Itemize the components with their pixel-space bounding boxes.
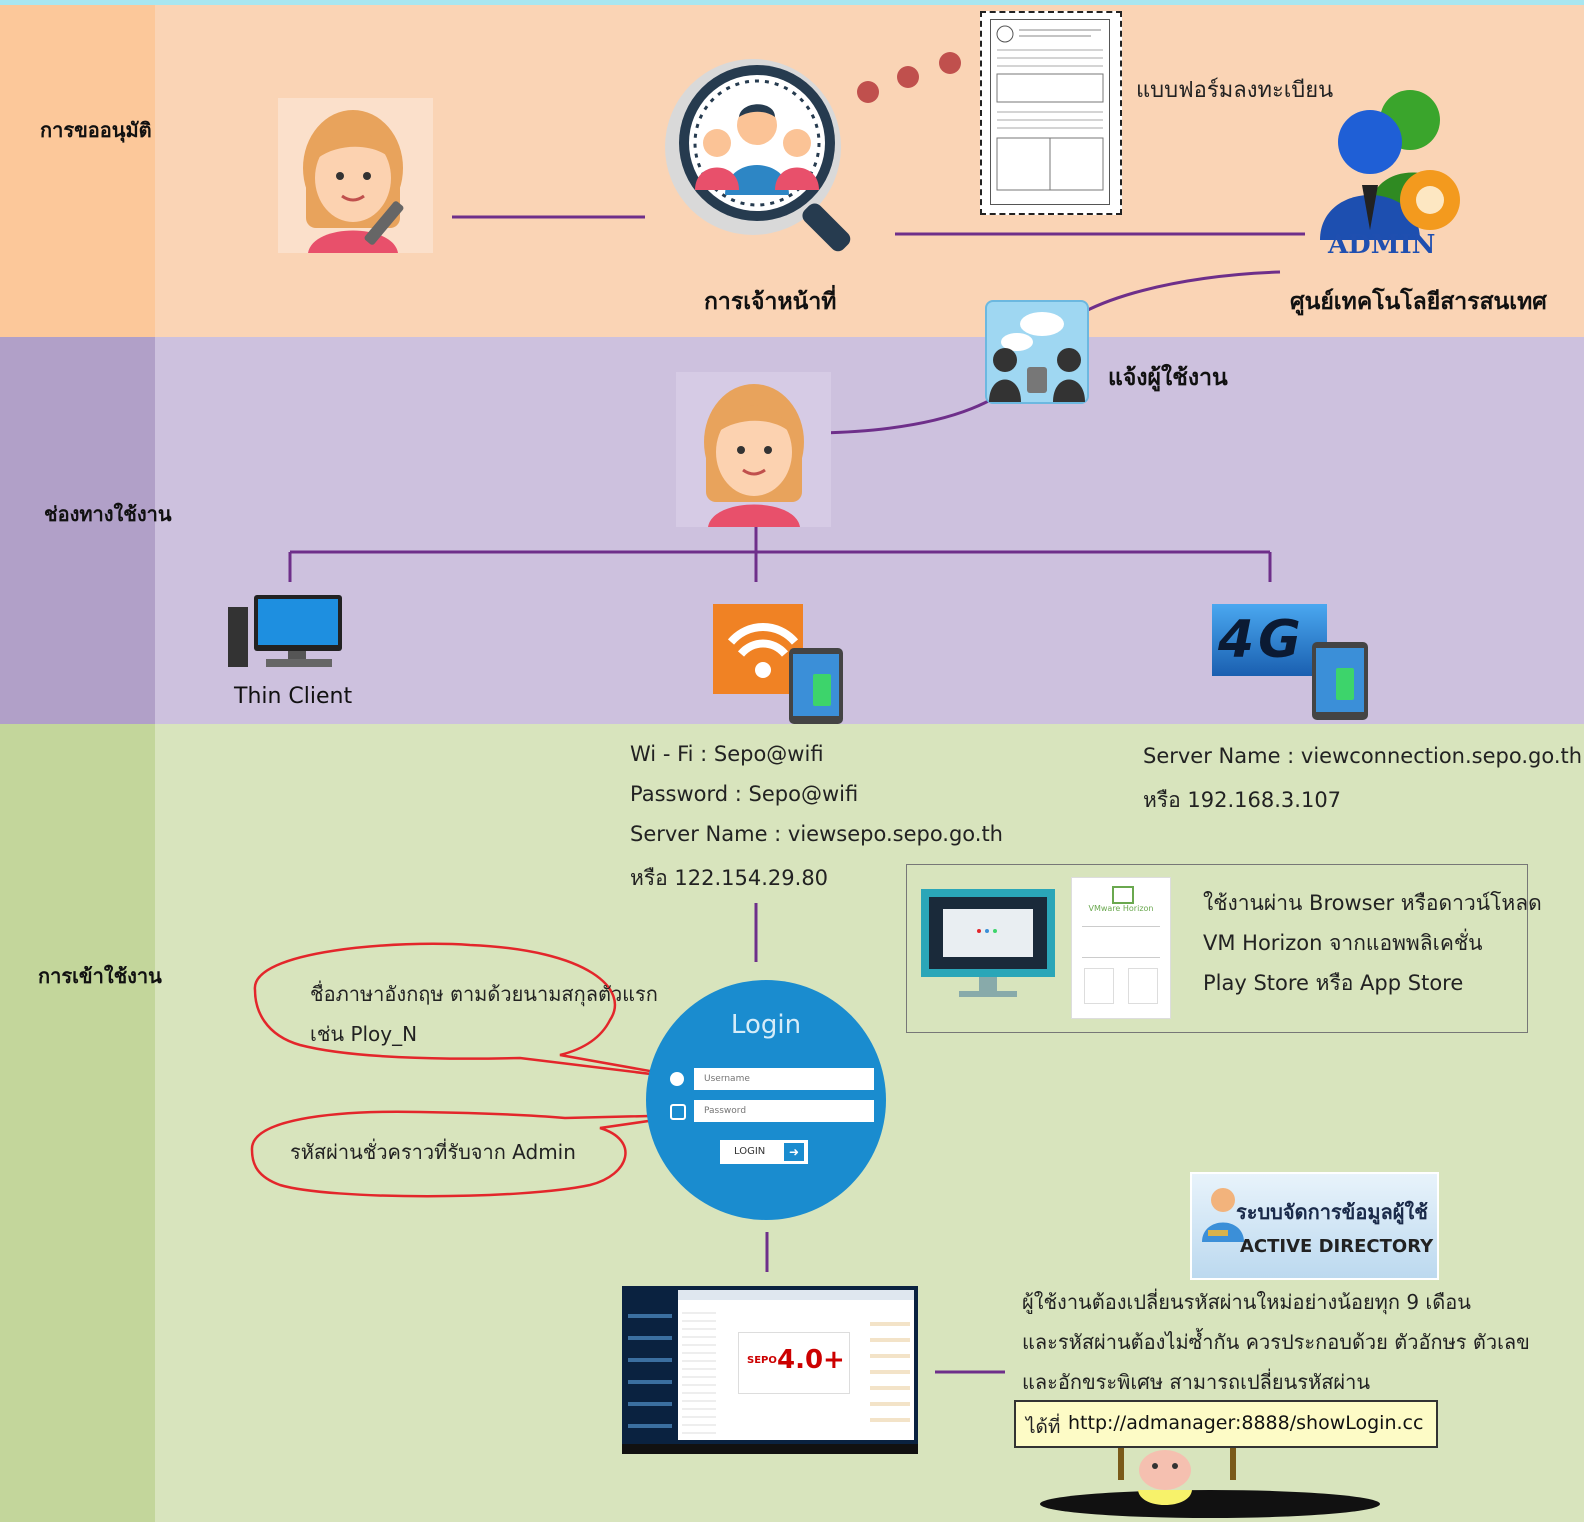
horizon-info-line1: ใช้งานผ่าน Browser หรือดาวน์โหลด <box>1203 891 1542 915</box>
password-note: รหัสผ่านชั่วคราวที่รับจาก Admin <box>290 1140 576 1164</box>
fourg-info-line1: Server Name : viewconnection.sepo.go.th <box>1143 744 1583 768</box>
top-strip <box>0 0 1584 5</box>
wifi-info-line4: หรือ 122.154.29.80 <box>630 866 829 890</box>
password-lock-icon <box>670 1104 686 1120</box>
admin-users-icon <box>1320 90 1460 240</box>
horizon-info-box: VMware Horizon ใช้งานผ่าน Browser หรือดา… <box>906 864 1542 1033</box>
username-user-icon <box>670 1072 684 1086</box>
wifi-info-line3: Server Name : viewsepo.sepo.go.th <box>630 822 1003 846</box>
vmware-logo-icon <box>1112 886 1134 904</box>
login-button-label: LOGIN <box>734 1146 766 1157</box>
policy-line3: และอักขระพิเศษ สามารถเปลี่ยนรหัสผ่าน <box>1022 1370 1371 1394</box>
browser-tabbar <box>678 1290 914 1300</box>
vmware-html-option <box>1128 968 1158 1004</box>
form-label: แบบฟอร์มลงทะเบียน <box>1136 78 1334 103</box>
sepo-version: 4.0+ <box>777 1345 845 1375</box>
channels-label-panel <box>0 337 155 724</box>
browser-window: SEPO 4.0+ <box>678 1290 914 1440</box>
browser-right-panel <box>870 1310 910 1434</box>
access-label-panel <box>0 724 155 1522</box>
sepo-badge: SEPO <box>747 1355 777 1366</box>
form-page <box>990 19 1110 205</box>
desktop-screenshot: SEPO 4.0+ <box>622 1286 918 1454</box>
taskbar <box>622 1444 918 1454</box>
thin-client-computer <box>226 593 344 673</box>
thin-client-label: Thin Client <box>234 684 353 709</box>
woman-pencil-icon <box>303 110 404 253</box>
admin-badge: ADMIN <box>1328 230 1436 260</box>
sepo-poster: SEPO 4.0+ <box>738 1332 850 1394</box>
horizon-info-line2: VM Horizon จากแอพพลิเคชั่น <box>1203 931 1483 955</box>
admanager-url-link[interactable]: http://admanager:8888/showLogin.cc <box>1068 1412 1424 1434</box>
woman-icon <box>704 384 804 527</box>
username-note-line2: เช่น Ploy_N <box>310 1022 418 1046</box>
policy-line2: และรหัสผ่านต้องไม่ซ้ำกัน ควรประกอบด้วย ต… <box>1022 1330 1530 1354</box>
user-writing-avatar <box>278 98 433 253</box>
it-center-label: ศูนย์เทคโนโลยีสารสนเทศ <box>1290 289 1547 315</box>
approval-label-panel <box>0 5 155 337</box>
fourg-tablet-icon: 4G <box>1212 604 1372 722</box>
wifi-tablet-icon <box>713 604 848 726</box>
arrow-right-icon: ➜ <box>784 1143 804 1161</box>
login-widget: Login LOGIN ➜ <box>646 980 886 1220</box>
ad-title: ระบบจัดการข้อมูลผู้ใช้ <box>1236 1200 1428 1224</box>
active-directory-banner: ระบบจัดการข้อมูลผู้ใช้ ACTIVE DIRECTORY <box>1190 1172 1439 1280</box>
fourg-info-line2: หรือ 192.168.3.107 <box>1143 788 1342 812</box>
registration-form-document <box>980 11 1122 215</box>
username-input[interactable] <box>694 1068 874 1090</box>
notify-label: แจ้งผู้ใช้งาน <box>1108 365 1228 391</box>
url-sign: ได้ที่ http://admanager:8888/showLogin.c… <box>1014 1400 1438 1448</box>
username-note-line1: ชื่อภาษาอังกฤษ ตามด้วยนามสกุลตัวแรก <box>310 982 658 1006</box>
vmware-card-title: VMware Horizon <box>1088 904 1154 913</box>
mascot-sign-icon <box>1040 1440 1380 1518</box>
password-input[interactable] <box>694 1100 874 1122</box>
policy-line1: ผู้ใช้งานต้องเปลี่ยนรหัสผ่านใหม่อย่างน้อ… <box>1022 1290 1471 1314</box>
fourg-text: 4G <box>1218 610 1305 670</box>
officer-label: การเจ้าหน้าที่ <box>704 289 837 315</box>
notify-phone-icon <box>985 300 1089 404</box>
section-label-channels: ช่องทางใช้งาน <box>44 502 172 526</box>
wifi-info-line1: Wi - Fi : Sepo@wifi <box>630 742 824 766</box>
url-prefix: ได้ที่ <box>1026 1416 1061 1438</box>
imac-browser-icon <box>921 889 1055 997</box>
login-title: Login <box>730 1010 802 1040</box>
browser-sidebar <box>682 1306 716 1434</box>
ad-subtitle: ACTIVE DIRECTORY <box>1240 1236 1434 1257</box>
people-search-icon <box>665 59 851 252</box>
admin-avatar: ADMIN <box>1310 80 1475 265</box>
user-avatar <box>676 372 831 527</box>
wifi-icon <box>713 604 843 724</box>
callcenter-icon <box>989 312 1085 402</box>
vmware-client-option <box>1084 968 1114 1004</box>
horizon-info-line3: Play Store หรือ App Store <box>1203 971 1464 995</box>
tablet-icon <box>1312 642 1368 720</box>
vmware-card-lines <box>1082 926 1160 958</box>
section-label-access: การเข้าใช้งาน <box>38 964 162 988</box>
desktop-icons-column <box>628 1296 672 1436</box>
fourg-badge: 4G <box>1212 604 1327 676</box>
officer-magnifier <box>665 55 865 255</box>
login-button[interactable]: LOGIN ➜ <box>720 1140 808 1164</box>
mascot-figure <box>1030 1440 1390 1522</box>
wifi-info-line2: Password : Sepo@wifi <box>630 782 859 806</box>
form-lines-icon <box>996 25 1104 191</box>
user-key-icon <box>1202 1188 1244 1242</box>
vmware-card: VMware Horizon <box>1071 877 1171 1019</box>
section-label-approval: การขออนุมัติ <box>40 118 152 142</box>
desktop-computer-icon <box>228 595 342 667</box>
